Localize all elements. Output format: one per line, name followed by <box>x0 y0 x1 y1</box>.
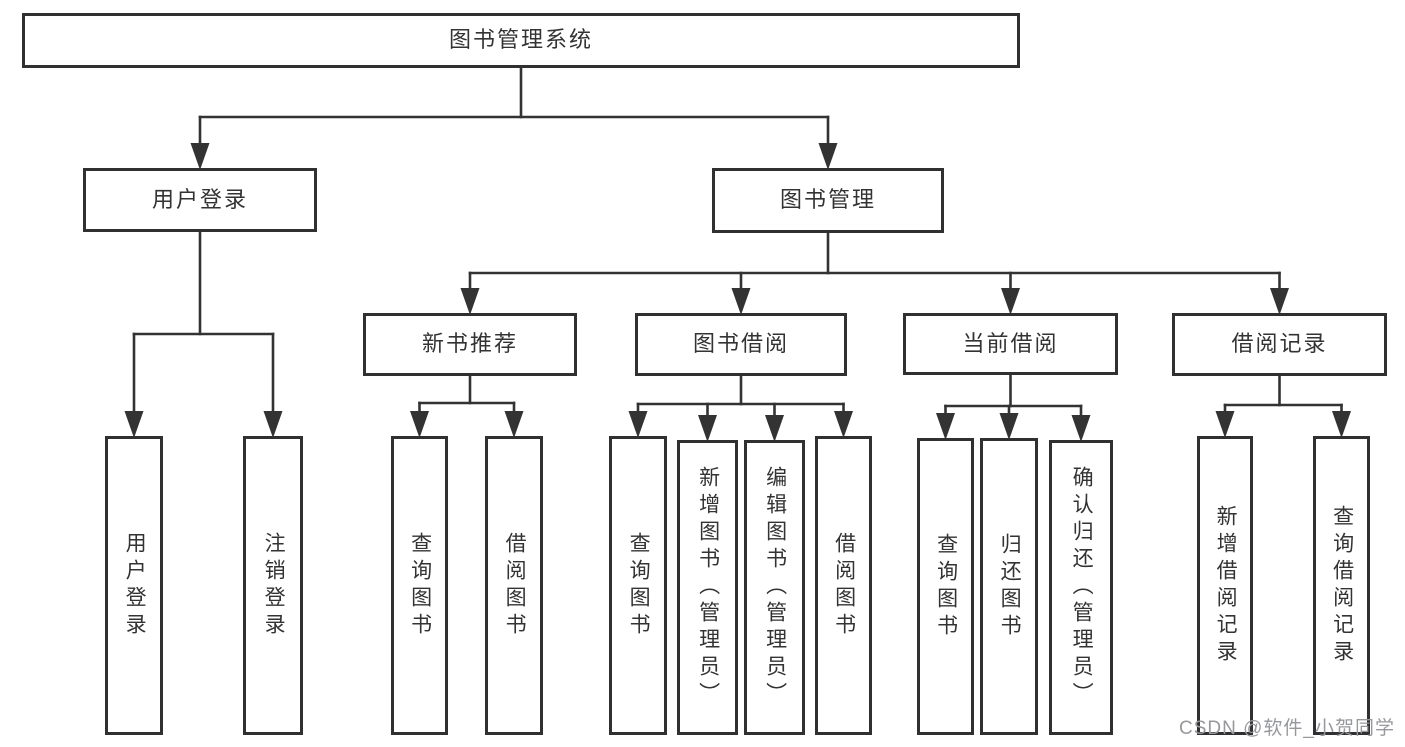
node-label: 图书借阅 <box>692 331 789 357</box>
arrowhead-icon <box>1001 288 1020 315</box>
arrowhead-icon <box>504 411 524 438</box>
node-leaf-logout: 注销登录 <box>243 436 303 735</box>
node-leaf-bb-query: 查询图书 <box>609 436 667 735</box>
arrowhead-icon <box>460 288 480 315</box>
watermark: CSDN @软件_小贺同学 <box>1179 718 1395 739</box>
arrowhead-icon <box>731 288 751 315</box>
arrowhead-icon <box>628 411 648 438</box>
node-label: 新书推荐 <box>421 331 518 357</box>
node-leaf-nb-borrow: 借阅图书 <box>485 436 543 735</box>
node-label: 新增图书（管理员） <box>696 466 720 709</box>
node-label: 用户登录 <box>151 186 248 212</box>
arrowhead-icon <box>1215 411 1235 438</box>
node-borrow: 图书借阅 <box>635 313 847 376</box>
node-leaf-login: 用户登录 <box>105 436 163 735</box>
node-label: 借阅记录 <box>1231 331 1328 357</box>
arrowhead-icon <box>999 413 1019 440</box>
node-label: 新增借阅记录 <box>1214 504 1238 667</box>
node-label: 借阅图书 <box>503 531 527 640</box>
arrowhead-icon <box>765 415 784 442</box>
arrowhead-icon <box>190 143 210 170</box>
arrowhead-icon <box>263 411 283 438</box>
arrowhead-icon <box>936 413 955 440</box>
node-leaf-cb-return: 归还图书 <box>980 438 1038 735</box>
node-leaf-bb-add: 新增图书（管理员） <box>677 440 738 735</box>
node-leaf-br-add: 新增借阅记录 <box>1197 436 1253 735</box>
arrowhead-icon <box>834 411 853 438</box>
node-current: 当前借阅 <box>903 313 1118 375</box>
node-label: 当前借阅 <box>962 330 1059 356</box>
node-leaf-nb-query: 查询图书 <box>391 436 448 735</box>
arrowhead-icon <box>124 411 144 438</box>
node-root: 图书管理系统 <box>22 13 1020 68</box>
arrowhead-icon <box>818 143 838 170</box>
node-label: 查询图书 <box>934 532 958 641</box>
node-leaf-cb-confirm: 确认归还（管理员） <box>1049 440 1113 735</box>
arrowhead-icon <box>698 415 717 442</box>
arrowhead-icon <box>1270 288 1289 315</box>
node-mgmt: 图书管理 <box>712 168 944 233</box>
node-label: 注销登录 <box>262 531 286 640</box>
node-leaf-cb-query: 查询图书 <box>917 438 974 735</box>
arrowhead-icon <box>1071 415 1091 442</box>
node-label: 查询借阅记录 <box>1330 504 1354 667</box>
node-leaf-bb-edit: 编辑图书（管理员） <box>744 440 805 735</box>
node-leaf-br-query: 查询借阅记录 <box>1313 436 1370 735</box>
node-label: 借阅图书 <box>832 531 856 640</box>
node-leaf-bb-borrow: 借阅图书 <box>815 436 872 735</box>
node-label: 图书管理 <box>779 187 876 213</box>
node-label: 编辑图书（管理员） <box>763 466 787 709</box>
node-label: 确认归还（管理员） <box>1070 466 1094 709</box>
arrowhead-icon <box>410 411 429 438</box>
node-record: 借阅记录 <box>1172 313 1387 376</box>
node-login: 用户登录 <box>83 168 317 232</box>
node-newbook: 新书推荐 <box>363 313 577 376</box>
arrowhead-icon <box>1332 411 1351 438</box>
node-label: 图书管理系统 <box>448 27 593 53</box>
node-label: 查询图书 <box>408 531 432 640</box>
node-label: 查询图书 <box>627 531 651 640</box>
node-label: 用户登录 <box>123 531 147 640</box>
node-label: 归还图书 <box>998 532 1022 641</box>
